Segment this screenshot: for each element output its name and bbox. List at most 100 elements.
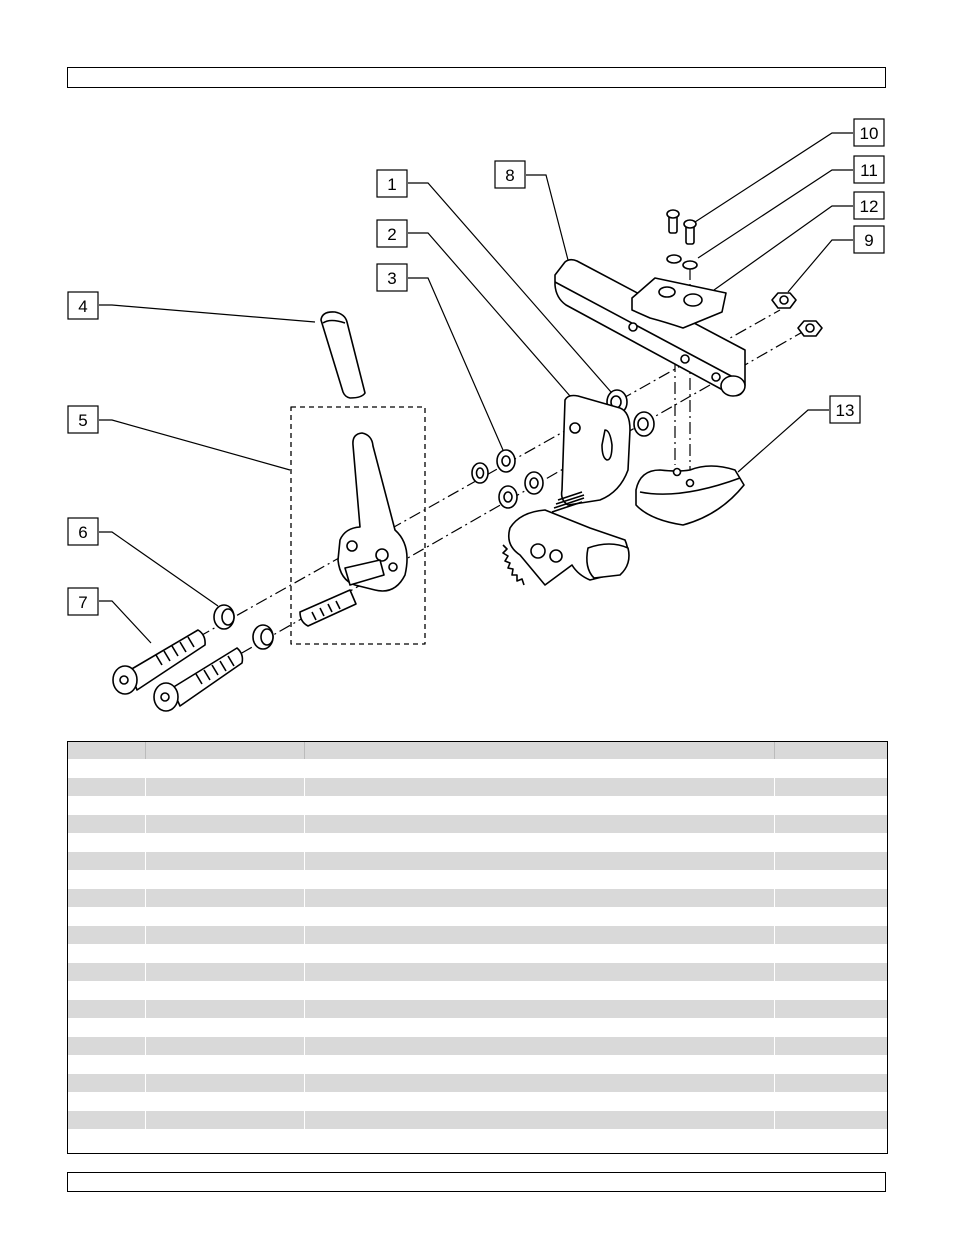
- table-cell: [303, 962, 774, 981]
- callout-12: 12: [853, 191, 885, 220]
- clamp-bar-part: [554, 258, 746, 397]
- callout-11: 11: [853, 155, 885, 184]
- table-cell: [68, 1036, 145, 1055]
- table-cell: [144, 925, 304, 944]
- table-cell: [144, 1073, 304, 1092]
- table-cell: [303, 1036, 774, 1055]
- table-cell: [773, 796, 887, 815]
- callout-8: 8: [494, 160, 526, 189]
- callout-1-label: 1: [387, 175, 396, 194]
- table-cell: [144, 1055, 304, 1074]
- mounting-bracket-part: [502, 394, 631, 586]
- table-row: [68, 1092, 887, 1111]
- table-cell: [303, 944, 774, 963]
- table-cell: [68, 1055, 145, 1074]
- washers-part: [471, 449, 544, 509]
- table-cell: [68, 944, 145, 963]
- table-row: [68, 870, 887, 889]
- table-cell: [68, 981, 145, 1000]
- table-cell: [773, 851, 887, 870]
- table-cell: [773, 870, 887, 889]
- table-row: [68, 851, 887, 870]
- callout-9-label: 9: [864, 231, 873, 250]
- column-header: [773, 742, 887, 759]
- table-cell: [68, 1018, 145, 1037]
- table-row: [68, 759, 887, 778]
- table-cell: [303, 925, 774, 944]
- callout-13-label: 13: [836, 401, 855, 420]
- table-cell: [68, 814, 145, 833]
- table-row: [68, 944, 887, 963]
- table-cell: [303, 759, 774, 778]
- callout-8-label: 8: [505, 166, 514, 185]
- table-row: [68, 1110, 887, 1129]
- table-cell: [144, 907, 304, 926]
- table-row: [68, 962, 887, 981]
- table-cell: [68, 1073, 145, 1092]
- table-cell: [303, 833, 774, 852]
- header-box: [67, 67, 886, 88]
- table-row: [68, 925, 887, 944]
- table-cell: [144, 888, 304, 907]
- lock-nuts-part: [771, 292, 823, 337]
- table-cell: [68, 999, 145, 1018]
- table-row: [68, 888, 887, 907]
- table-cell: [68, 907, 145, 926]
- table-cell: [773, 833, 887, 852]
- table-cell: [773, 1129, 887, 1148]
- table-cell: [303, 981, 774, 1000]
- leader-lines: [99, 132, 853, 644]
- table-cell: [144, 1129, 304, 1148]
- lever-assembly-part: [290, 406, 426, 645]
- callout-11-label: 11: [860, 161, 878, 180]
- callout-9: 9: [853, 225, 885, 254]
- table-cell: [773, 962, 887, 981]
- table-cell: [303, 907, 774, 926]
- screw-parts: [666, 209, 698, 270]
- table-cell: [144, 851, 304, 870]
- callout-7-label: 7: [78, 593, 87, 612]
- table-cell: [773, 759, 887, 778]
- table-cell: [773, 777, 887, 796]
- table-cell: [773, 1036, 887, 1055]
- parts-table-body: [68, 742, 887, 1148]
- table-row: [68, 777, 887, 796]
- table-cell: [68, 777, 145, 796]
- table-cell: [68, 888, 145, 907]
- table-header-row: [68, 742, 887, 759]
- table-cell: [303, 999, 774, 1018]
- clamp-block-part: [631, 277, 727, 329]
- callout-10: 10: [853, 118, 885, 147]
- table-cell: [68, 833, 145, 852]
- spring: [551, 491, 585, 513]
- table-row: [68, 814, 887, 833]
- table-cell: [303, 1129, 774, 1148]
- table-row: [68, 1055, 887, 1074]
- table-cell: [144, 962, 304, 981]
- callout-3: 3: [376, 263, 408, 292]
- parts-list-table: [67, 741, 888, 1154]
- table-cell: [773, 944, 887, 963]
- table-cell: [144, 1018, 304, 1037]
- button-head-bolts-part: [112, 629, 244, 712]
- table-cell: [144, 777, 304, 796]
- table-cell: [144, 796, 304, 815]
- table-row: [68, 1073, 887, 1092]
- table-cell: [144, 999, 304, 1018]
- table-cell: [68, 1129, 145, 1148]
- column-header: [144, 742, 304, 759]
- callout-6: 6: [67, 517, 99, 546]
- callout-10-label: 10: [860, 124, 879, 143]
- table-cell: [68, 796, 145, 815]
- table-cell: [773, 999, 887, 1018]
- table-cell: [68, 925, 145, 944]
- callout-4: 4: [67, 291, 99, 320]
- table-cell: [303, 777, 774, 796]
- table-cell: [144, 944, 304, 963]
- table-cell: [303, 1110, 774, 1129]
- table-row: [68, 907, 887, 926]
- table-row: [68, 1018, 887, 1037]
- table-cell: [303, 1073, 774, 1092]
- table-cell: [303, 888, 774, 907]
- table-cell: [773, 1110, 887, 1129]
